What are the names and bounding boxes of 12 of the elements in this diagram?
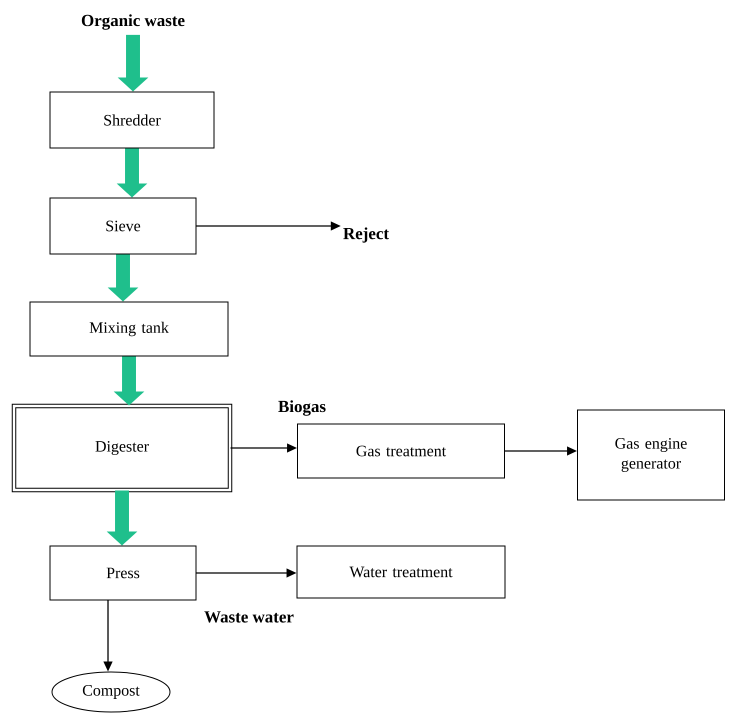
flow-text: Reject bbox=[343, 227, 389, 243]
process-box: Mixing tank bbox=[30, 302, 228, 356]
process-box: Shredder bbox=[50, 92, 214, 148]
process-box: Press bbox=[50, 546, 196, 600]
digester-box: Digester bbox=[12, 404, 232, 492]
process-box: Gas engine generator bbox=[577, 410, 725, 500]
process-box: Gas treatment bbox=[297, 424, 505, 478]
edge-label: Biogas bbox=[277, 399, 327, 417]
flow-text: Organic waste bbox=[82, 14, 185, 30]
process-box: Sieve bbox=[50, 198, 196, 254]
process-box: Water treatment bbox=[296, 546, 506, 598]
edge-label: Waste water bbox=[203, 610, 295, 624]
